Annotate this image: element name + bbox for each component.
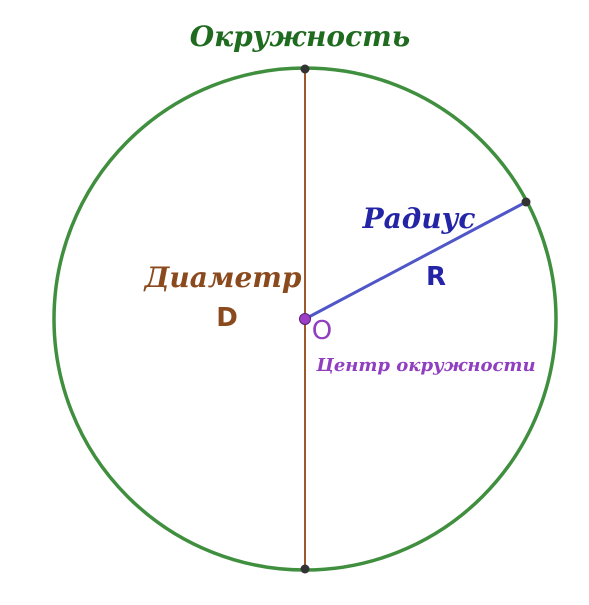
radius-line bbox=[304, 200, 527, 321]
center-point-label: O bbox=[312, 316, 332, 346]
diameter-bottom-endpoint bbox=[300, 564, 310, 574]
radius-endpoint bbox=[521, 197, 531, 207]
diameter-top-endpoint bbox=[300, 64, 310, 74]
diameter-symbol: D bbox=[216, 303, 238, 333]
center-label: Центр окружности bbox=[315, 355, 535, 376]
diameter-label: Диаметр bbox=[142, 261, 301, 294]
radius-symbol: R bbox=[426, 262, 446, 292]
circle-title: Окружность bbox=[190, 20, 410, 53]
center-point bbox=[299, 313, 311, 325]
radius-label: Радиус bbox=[362, 202, 476, 235]
